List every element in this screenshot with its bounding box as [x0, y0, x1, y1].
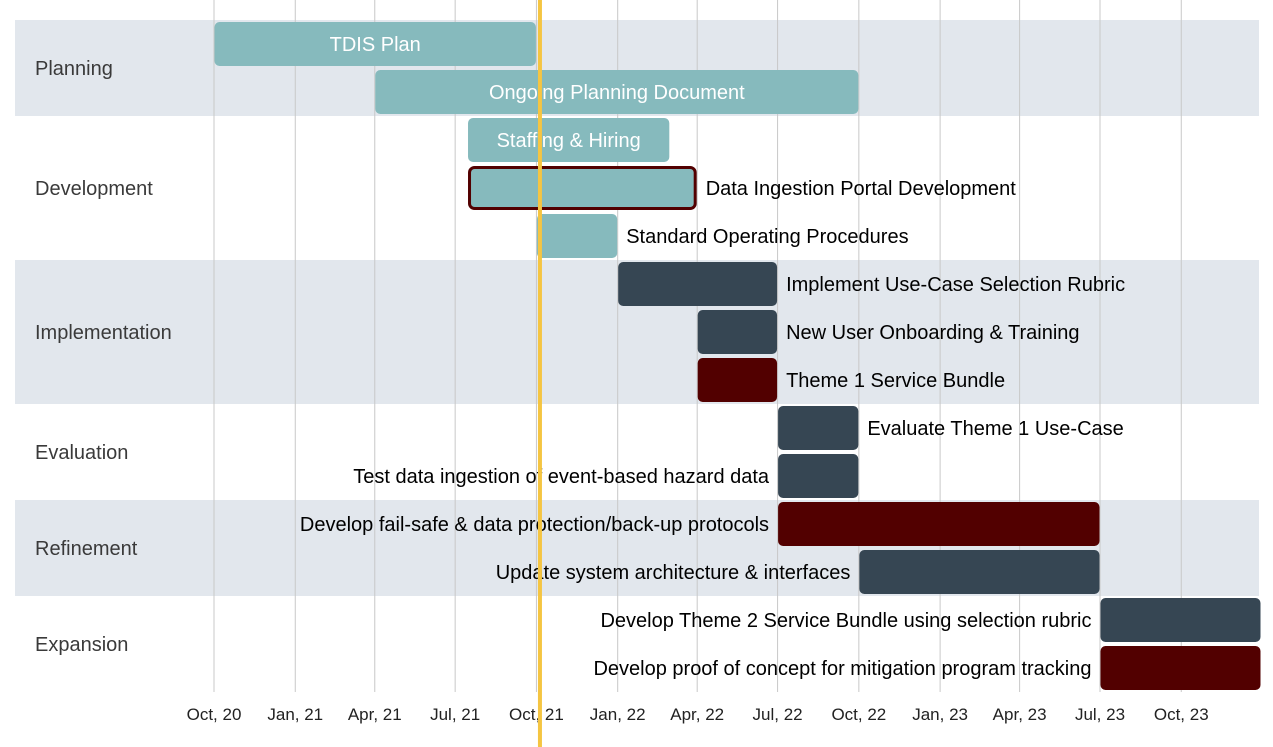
task-label-new-user-onboarding-training: New User Onboarding & Training — [786, 322, 1079, 344]
task-label-develop-fail-safe-data-protection-back-up-protocols: Develop fail-safe & data protection/back… — [300, 514, 769, 536]
bar-theme-1-service-bundle[interactable] — [697, 358, 778, 402]
x-tick-label: Jul, 23 — [1075, 705, 1125, 724]
x-tick-label: Jan, 22 — [590, 705, 646, 724]
phase-label-development: Development — [35, 178, 153, 200]
x-tick-label: Jul, 22 — [753, 705, 803, 724]
phase-label-refinement: Refinement — [35, 538, 138, 560]
phase-labels: PlanningDevelopmentImplementationEvaluat… — [35, 58, 172, 656]
task-label-test-data-ingestion-of-event-based-hazard-data: Test data ingestion of event-based hazar… — [353, 466, 770, 488]
bar-implement-use-case-selection-rubric[interactable] — [618, 262, 778, 306]
task-label-develop-theme-2-service-bundle-using-selection-rubric: Develop Theme 2 Service Bundle using sel… — [600, 610, 1091, 632]
bar-evaluate-theme-1-use-case[interactable] — [778, 406, 859, 450]
bar-test-data-ingestion-of-event-based-hazard-data[interactable] — [778, 454, 859, 498]
phase-label-planning: Planning — [35, 58, 113, 80]
task-label-develop-proof-of-concept-for-mitigation-program-tracking: Develop proof of concept for mitigation … — [593, 658, 1091, 680]
bar-ongoing-planning-document[interactable] — [375, 70, 859, 114]
task-bars — [214, 22, 1261, 690]
bar-develop-fail-safe-data-protection-back-up-protocols[interactable] — [778, 502, 1100, 546]
task-label-staffing-hiring: Staffing & Hiring — [497, 130, 641, 152]
task-label-implement-use-case-selection-rubric: Implement Use-Case Selection Rubric — [786, 274, 1125, 296]
bar-standard-operating-procedures[interactable] — [536, 214, 618, 258]
bar-tdis-plan[interactable] — [214, 22, 536, 66]
x-tick-label: Oct, 21 — [509, 705, 564, 724]
x-axis: Oct, 20 Jan, 21 Apr, 21 Jul, 21 Oct, 21 Jan, … — [187, 705, 1209, 724]
x-tick-label: Jan, 23 — [912, 705, 968, 724]
task-label-evaluate-theme-1-use-case: Evaluate Theme 1 Use-Case — [867, 418, 1123, 440]
phase-label-expansion: Expansion — [35, 634, 128, 656]
gridlines — [213, 0, 1182, 692]
x-tick-label: Apr, 21 — [348, 705, 402, 724]
task-label-ongoing-planning-document: Ongoing Planning Document — [489, 82, 745, 104]
phase-label-evaluation: Evaluation — [35, 442, 128, 464]
x-tick-label: Jan, 21 — [267, 705, 323, 724]
x-tick-label: Apr, 22 — [670, 705, 724, 724]
task-label-data-ingestion-portal-development: Data Ingestion Portal Development — [706, 178, 1017, 200]
bar-develop-theme-2-service-bundle-using-selection-rubric[interactable] — [1100, 598, 1261, 642]
task-label-update-system-architecture-interfaces: Update system architecture & interfaces — [496, 562, 851, 584]
phase-label-implementation: Implementation — [35, 322, 172, 344]
bar-develop-proof-of-concept-for-mitigation-program-tracking[interactable] — [1100, 646, 1261, 690]
bar-data-ingestion-portal-development[interactable] — [468, 166, 697, 210]
x-tick-label: Jul, 21 — [430, 705, 480, 724]
bar-staffing-hiring[interactable] — [468, 118, 670, 162]
task-label-theme-1-service-bundle: Theme 1 Service Bundle — [786, 370, 1005, 392]
task-label-tdis-plan: TDIS Plan — [330, 34, 421, 56]
x-tick-label: Oct, 22 — [831, 705, 886, 724]
task-label-standard-operating-procedures: Standard Operating Procedures — [626, 226, 908, 248]
bar-update-system-architecture-interfaces[interactable] — [859, 550, 1100, 594]
x-tick-label: Oct, 23 — [1154, 705, 1209, 724]
bar-new-user-onboarding-training[interactable] — [697, 310, 778, 354]
x-tick-label: Apr, 23 — [993, 705, 1047, 724]
x-tick-label: Oct, 20 — [187, 705, 242, 724]
